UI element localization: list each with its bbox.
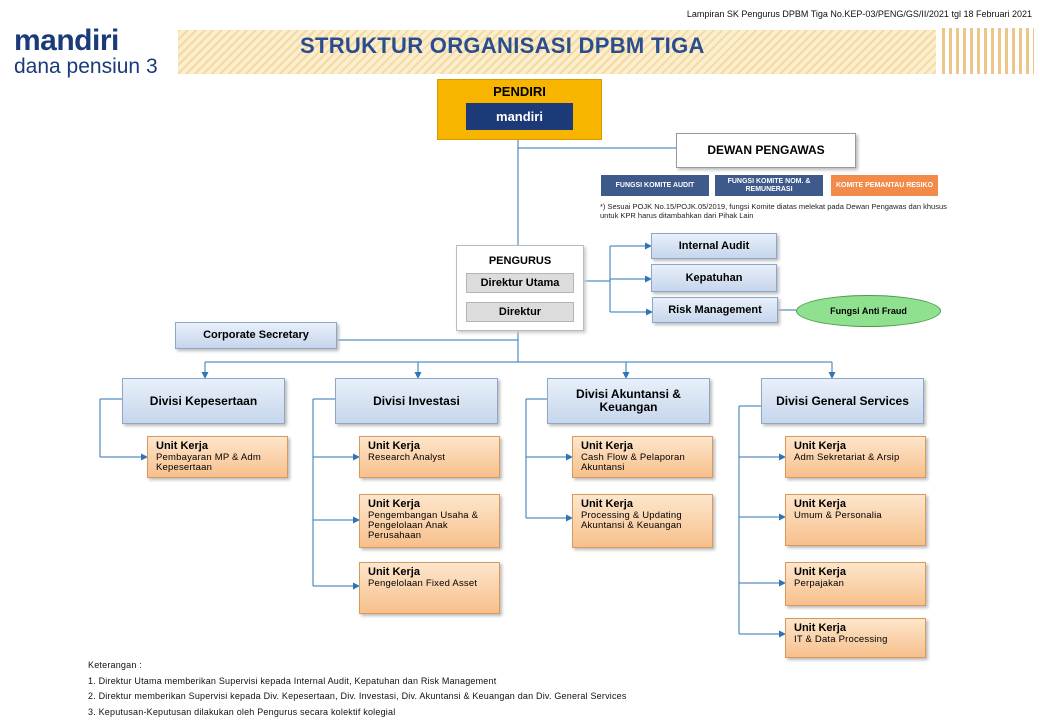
unit-desc: Pengelolaan Fixed Asset <box>368 578 478 589</box>
divisi-akuntansi-box: Divisi Akuntansi & Keuangan <box>547 378 710 424</box>
komite-pemantau-resiko-box: KOMITE PEMANTAU RESIKO <box>831 175 938 196</box>
dana-pensiun-logo-text: dana pensiun 3 <box>14 55 158 78</box>
unit-kerja-box: Unit Kerja Processing & Updating Akuntan… <box>572 494 713 548</box>
komite-audit-box: FUNGSI KOMITE AUDIT <box>601 175 709 196</box>
unit-desc: Cash Flow & Pelaporan Akuntansi <box>581 452 686 473</box>
unit-title: Unit Kerja <box>368 498 420 510</box>
unit-desc: IT & Data Processing <box>794 634 888 645</box>
komite-nominasi-box: FUNGSI KOMITE NOM. & REMUNERASI <box>715 175 823 196</box>
pendiri-label: PENDIRI <box>493 84 546 99</box>
unit-title: Unit Kerja <box>794 566 846 578</box>
unit-kerja-box: Unit Kerja IT & Data Processing <box>785 618 926 658</box>
unit-kerja-box: Unit Kerja Pengembangan Usaha & Pengelol… <box>359 494 500 548</box>
unit-desc: Perpajakan <box>794 578 845 589</box>
unit-title: Unit Kerja <box>794 498 846 510</box>
unit-title: Unit Kerja <box>581 498 633 510</box>
keterangan-item: 2. Direktur memberikan Supervisi kepada … <box>88 691 627 701</box>
keterangan-label: Keterangan : <box>88 660 142 670</box>
unit-title: Unit Kerja <box>368 440 420 452</box>
unit-desc: Pembayaran MP & Adm Kepesertaan <box>156 452 262 473</box>
divisi-kepesertaan-box: Divisi Kepesertaan <box>122 378 285 424</box>
unit-title: Unit Kerja <box>156 440 208 452</box>
keterangan-item: 1. Direktur Utama memberikan Supervisi k… <box>88 675 497 686</box>
dewan-pengawas-box: DEWAN PENGAWAS <box>676 133 856 168</box>
unit-kerja-box: Unit Kerja Pembayaran MP & Adm Kepeserta… <box>147 436 288 478</box>
unit-desc: Pengembangan Usaha & Pengelolaan Anak Pe… <box>368 510 479 541</box>
unit-title: Unit Kerja <box>794 622 846 634</box>
unit-desc: Adm Sekretariat & Arsip <box>794 452 900 463</box>
decorative-ornament <box>942 28 1034 74</box>
corporate-secretary-box: Corporate Secretary <box>175 322 337 349</box>
mandiri-logo-text: mandiri <box>14 24 119 57</box>
unit-title: Unit Kerja <box>581 440 633 452</box>
divisi-general-services-box: Divisi General Services <box>761 378 924 424</box>
unit-title: Unit Kerja <box>368 566 420 578</box>
unit-kerja-box: Unit Kerja Umum & Personalia <box>785 494 926 546</box>
unit-title: Unit Kerja <box>794 440 846 452</box>
direktur-box: Direktur <box>466 302 574 322</box>
pengurus-label: PENGURUS <box>488 255 552 267</box>
anti-fraud-box: Fungsi Anti Fraud <box>796 295 941 327</box>
unit-desc: Umum & Personalia <box>794 510 882 521</box>
pendiri-box: PENDIRI mandiri <box>437 79 602 140</box>
mandiri-logo: mandiri <box>466 103 573 130</box>
unit-kerja-box: Unit Kerja Cash Flow & Pelaporan Akuntan… <box>572 436 713 478</box>
unit-desc: Research Analyst <box>368 452 446 463</box>
keterangan-item: 3. Keputusan-Keputusan dilakukan oleh Pe… <box>88 706 396 717</box>
keterangan-notes: Keterangan : 1. Direktur Utama memberika… <box>88 658 627 720</box>
risk-management-box: Risk Management <box>652 297 778 323</box>
document-reference: Lampiran SK Pengurus DPBM Tiga No.KEP-03… <box>686 9 1032 19</box>
internal-audit-box: Internal Audit <box>651 233 777 259</box>
unit-desc: Processing & Updating Akuntansi & Keuang… <box>581 510 682 531</box>
title-banner <box>178 30 936 74</box>
unit-kerja-box: Unit Kerja Research Analyst <box>359 436 500 478</box>
pengurus-box: PENGURUS Direktur Utama Direktur <box>456 245 584 331</box>
unit-kerja-box: Unit Kerja Adm Sekretariat & Arsip <box>785 436 926 478</box>
page-title: STRUKTUR ORGANISASI DPBM TIGA <box>300 33 705 58</box>
unit-kerja-box: Unit Kerja Perpajakan <box>785 562 926 606</box>
unit-kerja-box: Unit Kerja Pengelolaan Fixed Asset <box>359 562 500 614</box>
divisi-investasi-box: Divisi Investasi <box>335 378 498 424</box>
dewan-note: *) Sesuai POJK No.15/POJK.05/2019, fungs… <box>600 202 947 220</box>
direktur-utama-box: Direktur Utama <box>466 273 574 293</box>
kepatuhan-box: Kepatuhan <box>651 264 777 292</box>
